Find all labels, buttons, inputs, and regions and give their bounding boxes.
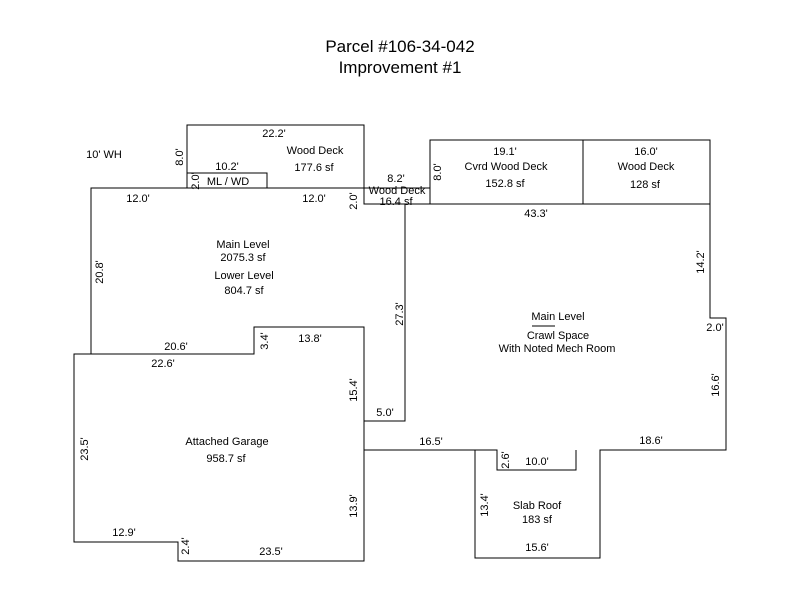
dim-label: 12.0' bbox=[302, 193, 326, 205]
main-level-left-area: 2075.3 sf bbox=[220, 252, 266, 264]
small-wood-deck-name: Wood Deck bbox=[369, 185, 426, 197]
dim-label: 10.0' bbox=[525, 456, 549, 468]
main-level-left-outline bbox=[90, 187, 406, 422]
attached-garage-outline bbox=[73, 327, 365, 562]
dim-label: 2.6' bbox=[500, 451, 512, 468]
dim-label: 3.4' bbox=[259, 332, 271, 349]
small-wood-deck-area: 16.4 sf bbox=[379, 196, 413, 208]
dim-label: 14.2' bbox=[695, 250, 707, 274]
dim-label: 15.6' bbox=[525, 542, 549, 554]
improvement-title: Improvement #1 bbox=[338, 58, 462, 77]
slab-roof-name: Slab Roof bbox=[513, 500, 562, 512]
dim-label: 22.6' bbox=[151, 358, 175, 370]
ml-wd-label: ML / WD bbox=[207, 176, 249, 188]
horizontal-dimensions: 22.2' 10.2' 12.0' 12.0' 8.2' 19.1' 16.0'… bbox=[112, 128, 723, 558]
wood-deck-top-outline bbox=[186, 124, 365, 204]
dim-label: 5.0' bbox=[376, 407, 393, 419]
dim-label: 43.3' bbox=[524, 208, 548, 220]
dim-label: 2.0' bbox=[190, 172, 202, 189]
dim-label: 2.0' bbox=[348, 192, 360, 209]
slab-roof-notch-outline bbox=[475, 449, 577, 471]
plan-outlines bbox=[73, 124, 727, 562]
vertical-dimensions: 8.0' 2.0' 2.0' 8.0' 14.2' 16.6' 20.8' 27… bbox=[79, 148, 722, 554]
wall-height-note: 10' WH bbox=[86, 149, 122, 161]
drawing-header: Parcel #106-34-042 Improvement #1 bbox=[0, 36, 800, 78]
mech-room-note: With Noted Mech Room bbox=[499, 343, 616, 355]
main-level-right-name: Main Level bbox=[531, 311, 584, 323]
dim-label: 16.0' bbox=[634, 146, 658, 158]
dim-label: 8.2' bbox=[387, 173, 404, 185]
parcel-title: Parcel #106-34-042 bbox=[325, 37, 475, 56]
area-labels: 10' WH Wood Deck 177.6 sf ML / WD Wood D… bbox=[86, 145, 675, 526]
dim-label: 27.3' bbox=[394, 302, 406, 326]
main-level-left-name: Main Level bbox=[216, 239, 269, 251]
dim-label: 8.0' bbox=[174, 148, 186, 165]
dim-label: 15.4' bbox=[348, 378, 360, 402]
dim-label: 20.6' bbox=[164, 341, 188, 353]
wood-deck-right-name: Wood Deck bbox=[618, 161, 675, 173]
dim-label: 16.6' bbox=[710, 373, 722, 397]
dim-label: 2.4' bbox=[180, 537, 192, 554]
lower-level-area: 804.7 sf bbox=[224, 285, 264, 297]
dim-label: 20.8' bbox=[94, 260, 106, 284]
crawl-space-name: Crawl Space bbox=[527, 330, 589, 342]
cvrd-wood-deck-name: Cvrd Wood Deck bbox=[465, 161, 548, 173]
slab-roof-area: 183 sf bbox=[522, 514, 553, 526]
wood-deck-top-name: Wood Deck bbox=[287, 145, 344, 157]
wood-deck-top-area: 177.6 sf bbox=[294, 162, 334, 174]
dim-label: 23.5' bbox=[259, 546, 283, 558]
attached-garage-name: Attached Garage bbox=[185, 436, 268, 448]
dim-label: 8.0' bbox=[432, 163, 444, 180]
cvrd-wood-deck-area: 152.8 sf bbox=[485, 178, 525, 190]
dim-label: 23.5' bbox=[79, 437, 91, 461]
dim-label: 18.6' bbox=[639, 435, 663, 447]
main-level-right-outline bbox=[364, 203, 727, 559]
dim-label: 2.0' bbox=[706, 322, 723, 334]
dim-label: 12.0' bbox=[126, 193, 150, 205]
dim-label: 12.9' bbox=[112, 527, 136, 539]
dim-label: 16.5' bbox=[419, 436, 443, 448]
dim-label: 10.2' bbox=[215, 161, 239, 173]
attached-garage-area: 958.7 sf bbox=[206, 453, 246, 465]
lower-level-name: Lower Level bbox=[214, 270, 273, 282]
dim-label: 13.4' bbox=[479, 493, 491, 517]
dim-label: 13.9' bbox=[348, 494, 360, 518]
dim-label: 19.1' bbox=[493, 146, 517, 158]
wood-deck-right-area: 128 sf bbox=[630, 179, 661, 191]
dim-label: 22.2' bbox=[262, 128, 286, 140]
dim-label: 13.8' bbox=[298, 333, 322, 345]
